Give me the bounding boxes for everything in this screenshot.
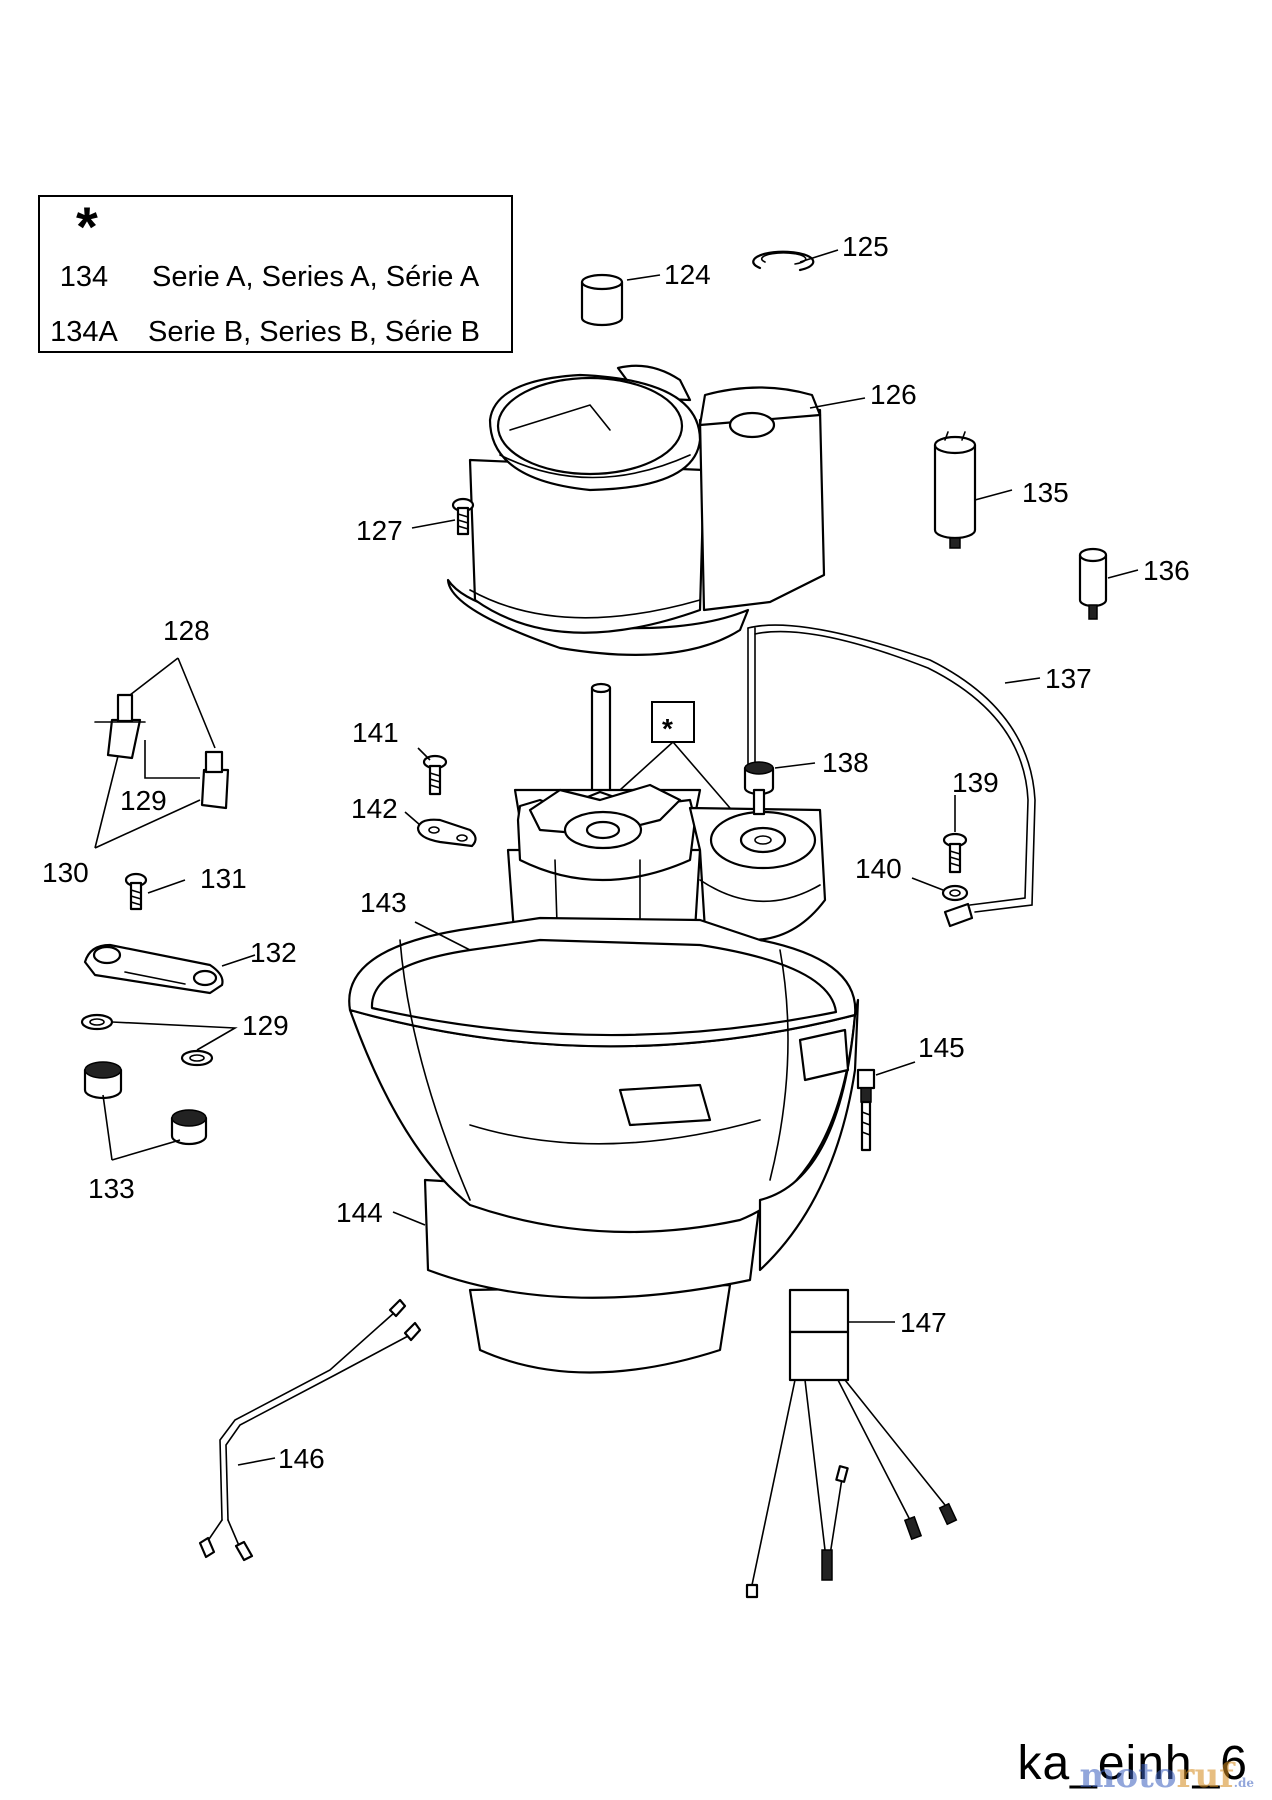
part-128-switch-right xyxy=(200,750,230,810)
callout-124: 124 xyxy=(664,259,711,290)
callout-127: 127 xyxy=(356,515,403,546)
part-129-washers xyxy=(80,1013,214,1067)
callout-129-top: 129 xyxy=(120,785,167,816)
legend-row-series-a: 134 Serie A, Series A, Série A xyxy=(40,257,510,297)
motor-series-marker: * xyxy=(619,701,731,809)
callout-142: 142 xyxy=(351,793,398,824)
callout-129-bottom: 129 xyxy=(242,1010,289,1041)
callout-138: 138 xyxy=(822,747,869,778)
callout-135: 135 xyxy=(1022,477,1069,508)
part-134-gear-unit xyxy=(688,806,827,942)
part-126-upper-housing xyxy=(446,364,826,656)
callout-125: 125 xyxy=(842,231,889,262)
callout-141: 141 xyxy=(352,717,399,748)
callout-132: 132 xyxy=(250,937,297,968)
legend-code: 134 xyxy=(59,261,109,293)
watermark-part-2: ruf xyxy=(1176,1756,1234,1796)
part-136-small-capacitor xyxy=(1078,547,1108,620)
part-145-screw xyxy=(856,1068,876,1152)
callout-143: 143 xyxy=(360,887,407,918)
legend-star-symbol: * xyxy=(76,195,98,258)
callout-131: 131 xyxy=(200,863,247,894)
motor-star-symbol: * xyxy=(662,713,673,744)
callout-137: 137 xyxy=(1045,663,1092,694)
part-147-switch-block xyxy=(745,1288,958,1599)
callout-136: 136 xyxy=(1143,555,1190,586)
diagram-id-label: ka_einh_6 xyxy=(1017,1737,1248,1790)
callout-133: 133 xyxy=(88,1173,135,1204)
part-139-screw xyxy=(942,832,968,874)
callout-140: 140 xyxy=(855,853,902,884)
legend-description: Serie A, Series A, Série A xyxy=(152,261,480,293)
watermark-logo: motoruf.de xyxy=(1079,1756,1254,1796)
legend-code: 134A xyxy=(50,316,118,348)
part-132-bracket xyxy=(83,943,224,995)
callout-126: 126 xyxy=(870,379,917,410)
part-137-cable xyxy=(747,624,1036,928)
callout-146: 146 xyxy=(278,1443,325,1474)
callout-144: 144 xyxy=(336,1197,383,1228)
legend-description: Serie B, Series B, Série B xyxy=(148,316,481,348)
part-142-plate xyxy=(416,818,477,848)
part-128-switch-left xyxy=(94,693,146,760)
part-131-screw xyxy=(124,872,148,911)
callout-128: 128 xyxy=(163,615,210,646)
part-141-screw xyxy=(422,754,448,796)
part-140-washer xyxy=(941,884,969,902)
watermark-part-1: moto xyxy=(1079,1756,1177,1796)
legend-row-series-b: 134A Serie B, Series B, Série B xyxy=(40,312,510,352)
part-127-screw xyxy=(451,497,475,536)
callout-139: 139 xyxy=(952,767,999,798)
callout-130: 130 xyxy=(42,857,89,888)
part-144-bowl xyxy=(348,916,860,1374)
callout-145: 145 xyxy=(918,1032,965,1063)
part-133-grommets xyxy=(83,1061,208,1146)
part-138-pinion xyxy=(743,761,775,816)
series-legend: * 134 Serie A, Series A, Série A 134A Se… xyxy=(38,195,513,353)
callout-147: 147 xyxy=(900,1307,947,1338)
watermark-part-3: .de xyxy=(1233,1776,1254,1790)
part-146-cable xyxy=(198,1298,422,1562)
part-135-capacitor xyxy=(933,431,977,549)
part-124-sleeve xyxy=(580,273,624,327)
